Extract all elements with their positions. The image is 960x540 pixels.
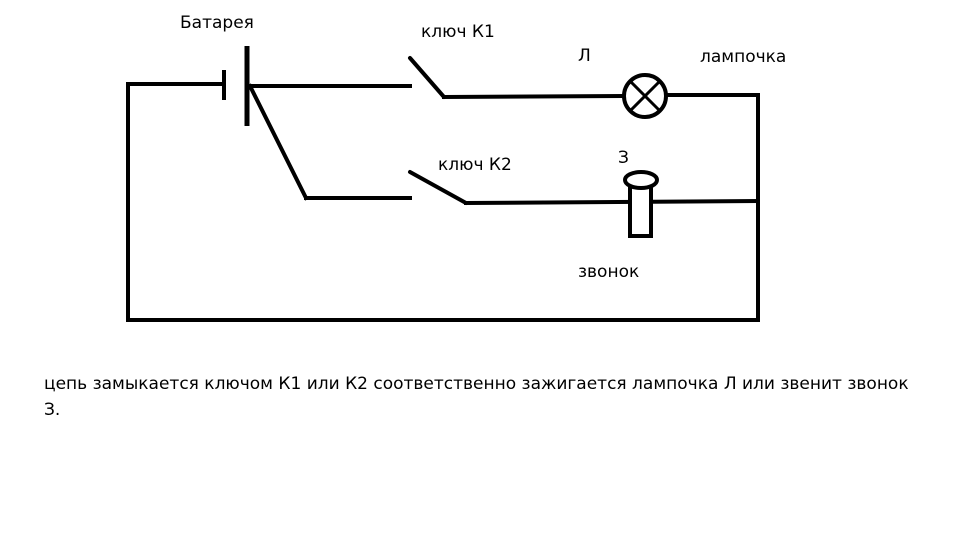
bell-letter-label: З — [618, 148, 629, 168]
circuit-wires — [126, 82, 761, 322]
wire-key2-to-right — [463, 198, 761, 206]
lamp-label: лампочка — [700, 47, 786, 67]
bell-symbol — [623, 170, 659, 238]
wire-key1-to-lamp — [441, 93, 625, 100]
bell-cap — [623, 170, 659, 190]
bell-body — [628, 182, 653, 238]
battery-symbol — [222, 46, 250, 126]
key2-label: ключ К2 — [438, 155, 512, 175]
switch-k1-blade — [408, 56, 446, 99]
caption-text: цепь замыкается ключом К1 или К2 соответ… — [44, 374, 909, 420]
lamp-letter-label: Л — [578, 46, 591, 66]
lamp-symbol — [622, 73, 668, 119]
switch-k2-blade — [408, 170, 468, 205]
bell-label: звонок — [578, 262, 639, 282]
key1-label: ключ К1 — [421, 22, 495, 42]
wire-battery-to-key2-branch — [247, 83, 309, 201]
battery-label: Батарея — [180, 13, 254, 33]
lamp-cross-b — [628, 79, 662, 113]
